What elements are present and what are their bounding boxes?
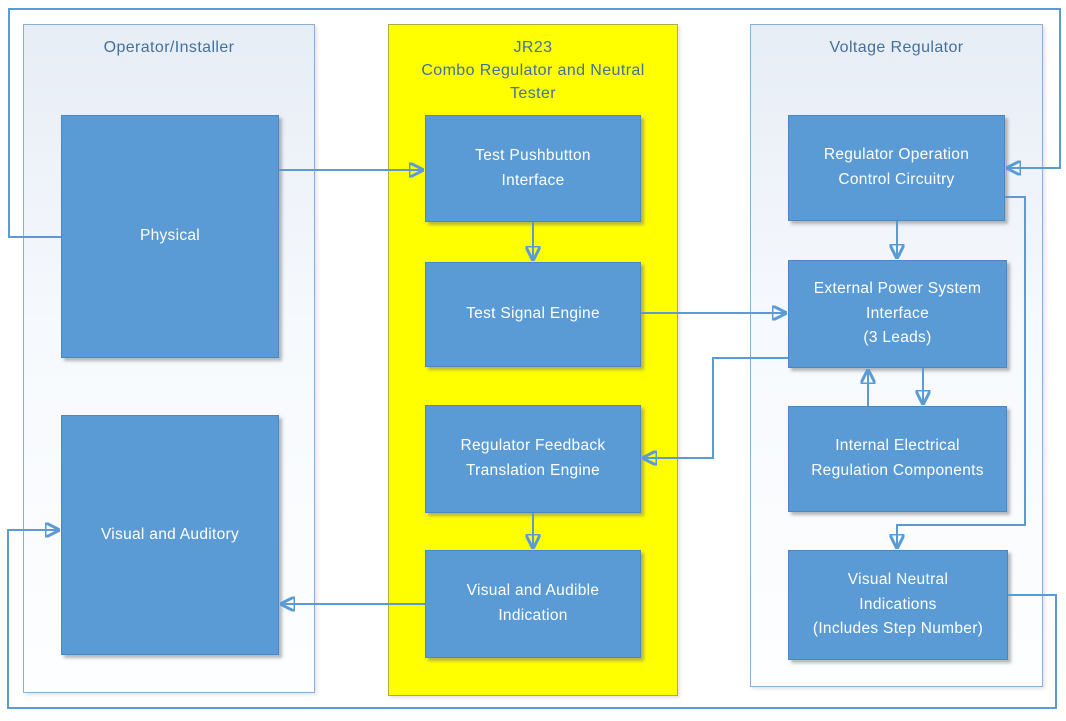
box-visual-and-audible-indication: Visual and Audible Indication	[425, 550, 641, 658]
panel-voltage-regulator-title: Voltage Regulator	[829, 39, 964, 56]
box-visual-and-auditory: Visual and Auditory	[61, 415, 279, 655]
box-test-signal-engine: Test Signal Engine	[425, 262, 641, 367]
box-regulator-operation-control-circuitry: Regulator Operation Control Circuitry	[788, 115, 1005, 221]
box-external-power-system-interface: External Power System Interface (3 Leads…	[788, 260, 1007, 368]
box-internal-electrical-regulation-components: Internal Electrical Regulation Component…	[788, 406, 1007, 512]
box-visual-neutral-indications: Visual Neutral Indications (Includes Ste…	[788, 550, 1008, 660]
panel-operator-installer-title: Operator/Installer	[103, 39, 235, 56]
box-regulator-feedback-translation-engine: Regulator Feedback Translation Engine	[425, 405, 641, 513]
box-test-pushbutton-interface: Test Pushbutton Interface	[425, 115, 641, 222]
box-physical: Physical	[61, 115, 279, 358]
panel-jr23-tester-title: JR23 Combo Regulator and Neutral Tester	[421, 39, 645, 103]
